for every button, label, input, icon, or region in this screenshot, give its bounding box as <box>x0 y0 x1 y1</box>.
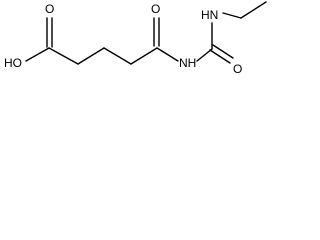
bond-c4-c5 <box>130 47 158 65</box>
ketone-oxygen-label: O <box>151 2 160 16</box>
bond-c7-c8 <box>240 1 267 19</box>
bond-nh-c7 <box>222 12 242 19</box>
acid-oxygen-label: O <box>45 2 54 16</box>
amine-nh-label: HN <box>201 8 218 22</box>
imide-nh-label: NH <box>179 56 196 70</box>
bond-c2-c3 <box>77 47 105 65</box>
urea-oxygen-label: O <box>233 62 242 76</box>
bond-n-c6 <box>196 48 213 62</box>
hydroxyl-label: HO <box>4 56 22 70</box>
bond-c1-c2 <box>48 47 79 65</box>
bond-c5-n <box>156 47 179 62</box>
bond-c1-oh <box>25 47 50 62</box>
bond-c6-o-double-b <box>212 44 234 59</box>
bond-c6-o-double-a <box>209 49 231 64</box>
bond-c3-c4 <box>103 47 132 65</box>
chemical-structure: HO O O NH O HN <box>4 1 267 76</box>
